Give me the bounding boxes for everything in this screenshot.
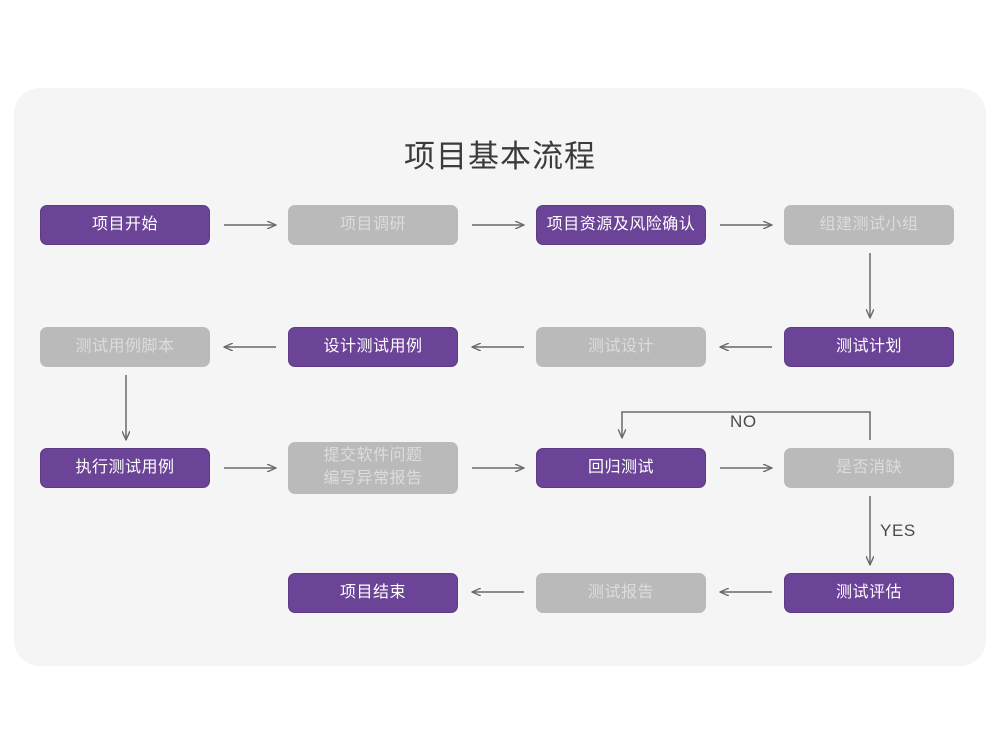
node-design-test-case[interactable]: 设计测试用例 — [288, 327, 458, 367]
node-project-research[interactable]: 项目调研 — [288, 205, 458, 245]
page-title: 项目基本流程 — [404, 139, 596, 174]
node-execute-test-case[interactable]: 执行测试用例 — [40, 448, 210, 488]
edge-label-no: NO — [730, 412, 757, 431]
node-test-report[interactable]: 测试报告 — [536, 573, 706, 613]
node-test-design[interactable]: 测试设计 — [536, 327, 706, 367]
flowchart-card — [14, 88, 986, 666]
node-project-end[interactable]: 项目结束 — [288, 573, 458, 613]
node-test-evaluation[interactable]: 测试评估 — [784, 573, 954, 613]
node-project-start[interactable]: 项目开始 — [40, 205, 210, 245]
node-defect-resolved[interactable]: 是否消缺 — [784, 448, 954, 488]
node-test-case-script[interactable]: 测试用例脚本 — [40, 327, 210, 367]
node-test-plan[interactable]: 测试计划 — [784, 327, 954, 367]
node-resource-risk-confirm[interactable]: 项目资源及风险确认 — [536, 205, 706, 245]
node-regression-test[interactable]: 回归测试 — [536, 448, 706, 488]
node-submit-issue-report[interactable]: 提交软件问题 编写异常报告 — [288, 442, 458, 494]
node-build-test-team[interactable]: 组建测试小组 — [784, 205, 954, 245]
edge-label-yes: YES — [880, 521, 916, 540]
